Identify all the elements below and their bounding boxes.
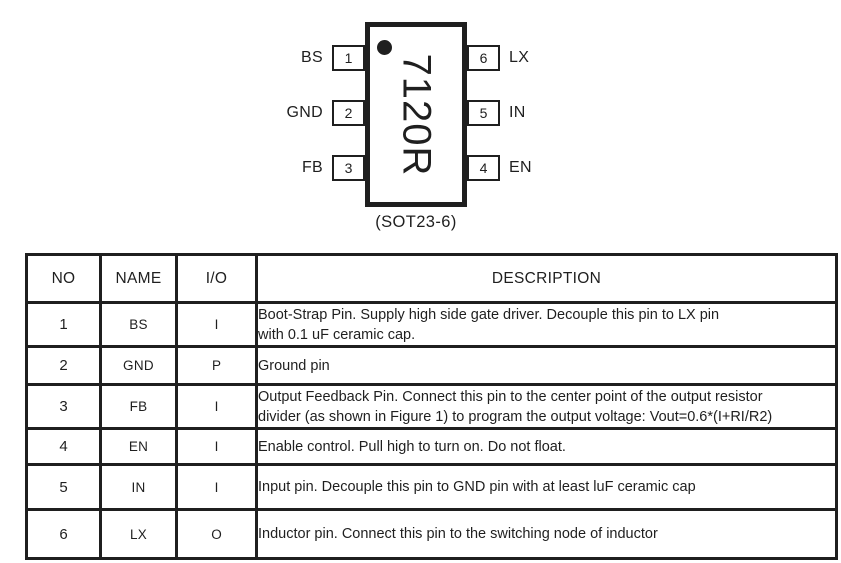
pin-3: FB 3 [248, 155, 365, 181]
pin1-marker-dot-icon [377, 40, 392, 55]
pin-name-cell: IN [99, 463, 178, 511]
pin-2-box: 2 [332, 100, 365, 126]
pin-1: BS 1 [248, 45, 365, 71]
pin-description-cell: Boot-Strap Pin. Supply high side gate dr… [255, 301, 838, 348]
pin-description-cell: Input pin. Decouple this pin to GND pin … [255, 463, 838, 511]
pin-4-box: 4 [467, 155, 500, 181]
pin-2-name: GND [286, 104, 323, 121]
pin-4: 4 EN [467, 155, 584, 181]
pin-4-name: EN [509, 159, 532, 176]
pin-description-cell: Output Feedback Pin. Connect this pin to… [255, 383, 838, 430]
table-row: 4 EN I Enable control. Pull high to turn… [25, 427, 838, 466]
pin-2: GND 2 [248, 100, 365, 126]
pin-no-cell: 3 [25, 383, 102, 430]
pin-no-cell: 2 [25, 345, 102, 386]
package-caption: (SOT23-6) [375, 213, 457, 231]
table-row: 6 LX O Inductor pin. Connect this pin to… [25, 508, 838, 560]
header-description: DESCRIPTION [255, 253, 838, 304]
table-row: 1 BS I Boot-Strap Pin. Supply high side … [25, 301, 838, 348]
pin-io-cell: O [175, 508, 258, 560]
pin-io-cell: P [175, 345, 258, 386]
pin-no-cell: 4 [25, 427, 102, 466]
table-row: 2 GND P Ground pin [25, 345, 838, 386]
header-io: I/O [175, 253, 258, 304]
chip-body: 7120R [365, 22, 467, 207]
pin-6: 6 LX [467, 45, 584, 71]
pin-no-cell: 6 [25, 508, 102, 560]
pin-6-box: 6 [467, 45, 500, 71]
pin-name-cell: FB [99, 383, 178, 430]
pin-3-name: FB [301, 159, 323, 176]
pin-io-cell: I [175, 383, 258, 430]
pin-description-cell: Inductor pin. Connect this pin to the sw… [255, 508, 838, 560]
pin-description-cell: Ground pin [255, 345, 838, 386]
pin-5: 5 IN [467, 100, 584, 126]
header-name: NAME [99, 253, 178, 304]
pin-1-name: BS [301, 49, 323, 66]
pin-5-name: IN [509, 104, 526, 121]
pin-no-cell: 1 [25, 301, 102, 348]
pin-name-cell: EN [99, 427, 178, 466]
pin-name-cell: GND [99, 345, 178, 386]
table-row: 3 FB I Output Feedback Pin. Connect this… [25, 383, 838, 430]
pin-6-name: LX [509, 49, 530, 66]
pin-description-table: NO NAME I/O DESCRIPTION 1 BS I Boot-Stra… [25, 253, 838, 560]
pin-name-cell: LX [99, 508, 178, 560]
chip-part-number: 7120R [394, 53, 439, 176]
pin-no-cell: 5 [25, 463, 102, 511]
header-no: NO [25, 253, 102, 304]
pin-io-cell: I [175, 463, 258, 511]
table-header-row: NO NAME I/O DESCRIPTION [25, 253, 838, 304]
pin-io-cell: I [175, 427, 258, 466]
pin-3-box: 3 [332, 155, 365, 181]
pin-description-cell: Enable control. Pull high to turn on. Do… [255, 427, 838, 466]
table-row: 5 IN I Input pin. Decouple this pin to G… [25, 463, 838, 511]
pin-io-cell: I [175, 301, 258, 348]
pin-5-box: 5 [467, 100, 500, 126]
pin-1-box: 1 [332, 45, 365, 71]
pin-name-cell: BS [99, 301, 178, 348]
